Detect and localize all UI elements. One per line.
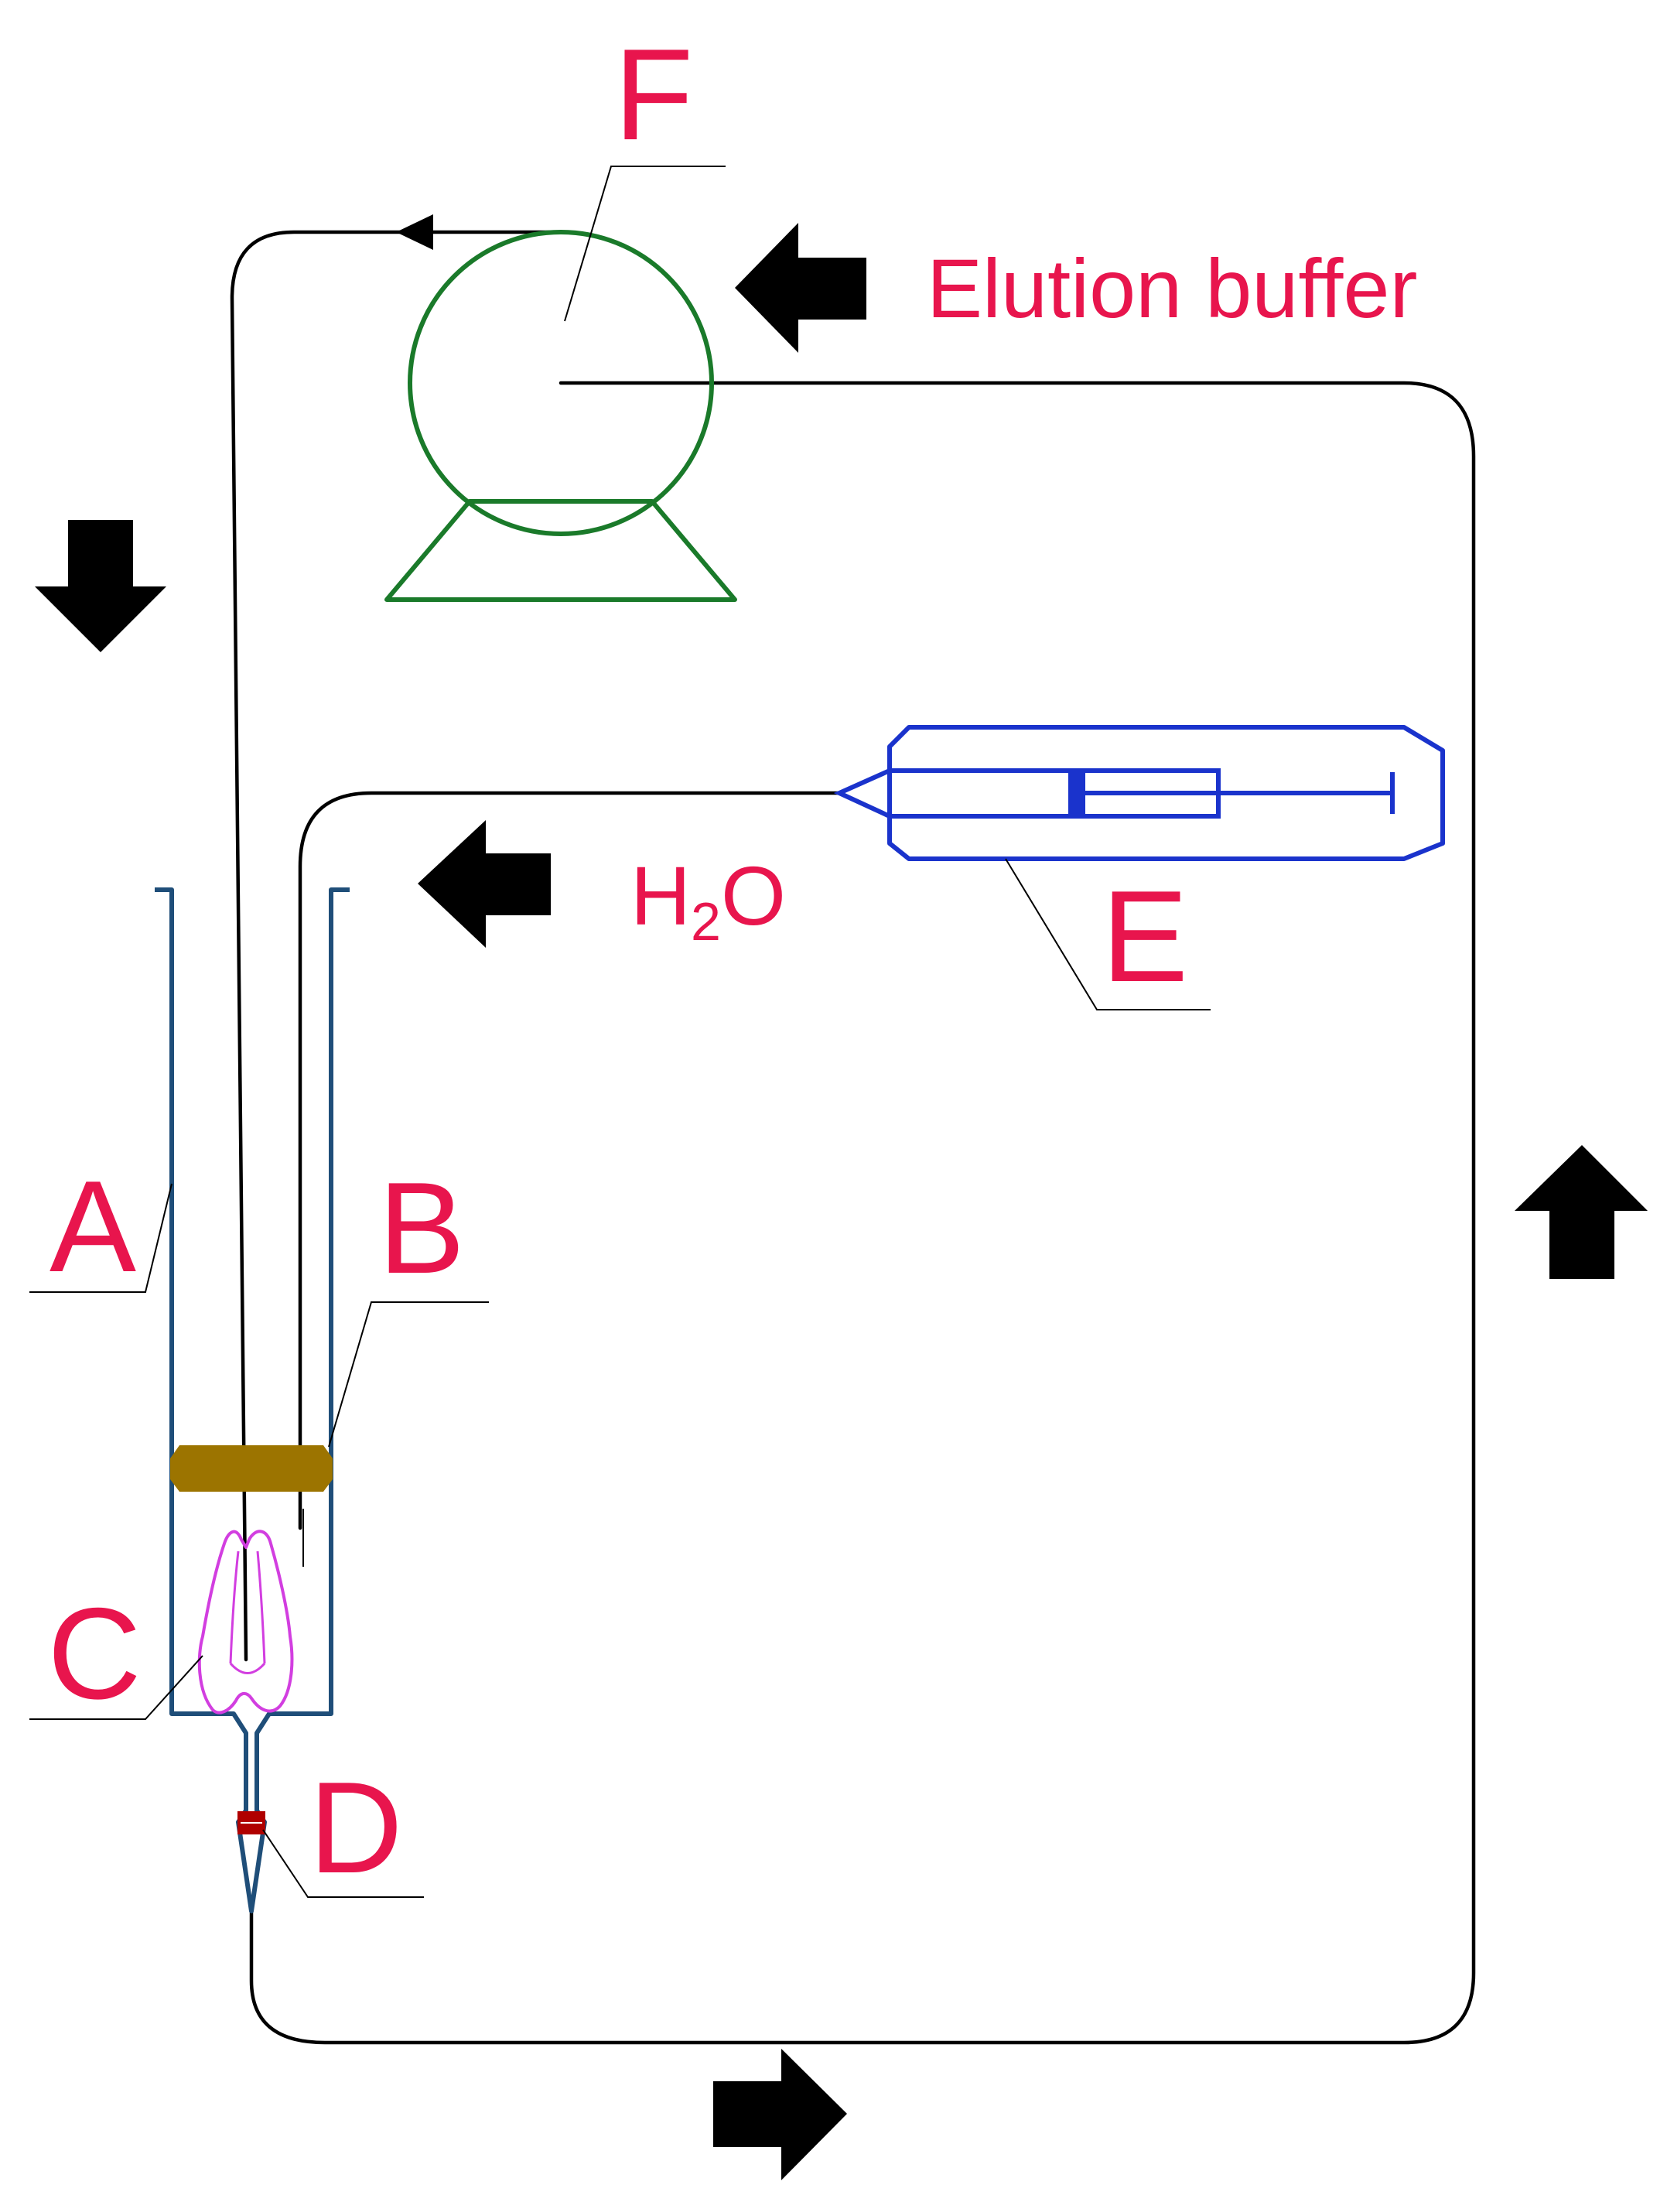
flow-down-arrow	[35, 520, 166, 652]
label-water-o: O	[721, 849, 786, 942]
tooth-icon	[197, 1530, 294, 1715]
leader-line-A	[29, 1183, 173, 1293]
label-water-h: H	[630, 849, 691, 942]
label-B: B	[378, 1155, 465, 1301]
elution-buffer-arrow	[735, 223, 866, 353]
tooth-root-canal	[229, 1550, 266, 1674]
seal-icon	[170, 1445, 333, 1492]
label-water-subscript: 2	[691, 891, 721, 952]
chamber-icon	[155, 887, 350, 1913]
water-inlet-tubing	[298, 791, 842, 1530]
label-elution-buffer: Elution buffer	[927, 241, 1417, 335]
return-tubing	[249, 381, 1476, 2045]
water-inlet-arrow	[418, 820, 551, 948]
leader-line-D	[262, 1829, 424, 1898]
flow-right-arrow	[713, 2049, 847, 2180]
pump-icon	[384, 230, 737, 602]
leader-line-F	[564, 166, 726, 322]
leader-line-E	[1005, 858, 1211, 1010]
label-C: C	[47, 1581, 141, 1726]
label-D: D	[309, 1755, 402, 1900]
label-E: E	[1102, 863, 1188, 1009]
label-A: A	[50, 1154, 136, 1299]
label-water: H2O	[630, 849, 786, 952]
flow-up-arrow	[1515, 1145, 1648, 1279]
flow-direction-arrowhead	[396, 214, 433, 250]
elution-inlet-tubing	[230, 230, 563, 1662]
label-F: F	[614, 22, 694, 167]
leader-line-B	[328, 1301, 489, 1448]
syringe-icon	[833, 725, 1445, 861]
leader-line-C	[29, 1655, 203, 1720]
